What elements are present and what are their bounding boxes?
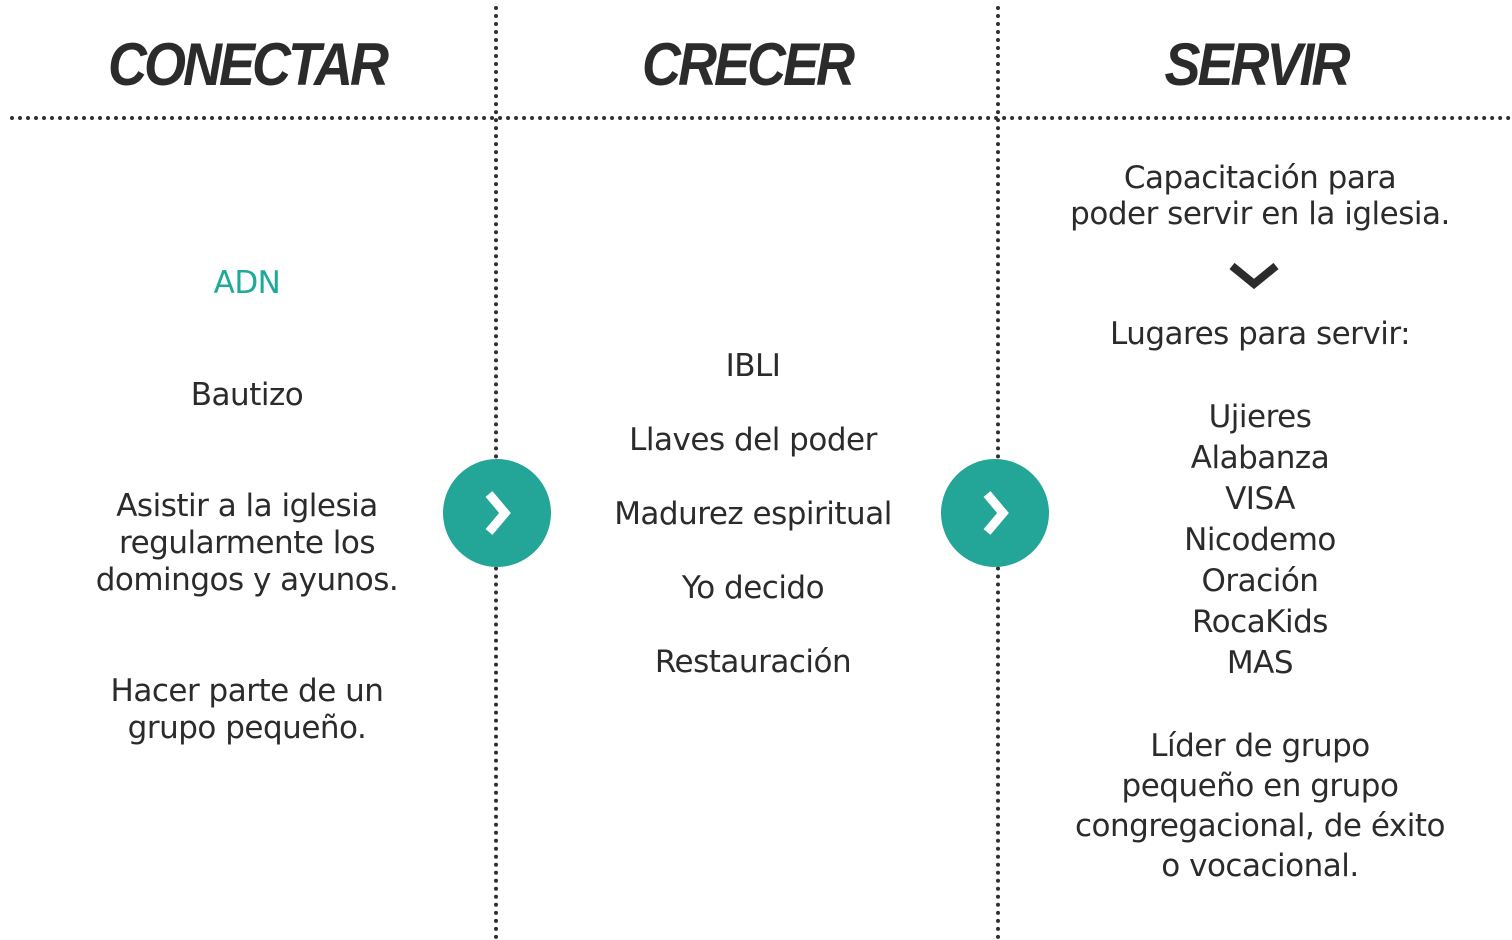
conectar-item-adn: ADN xyxy=(213,265,281,301)
conectar-item-asistir: Asistir a la iglesia regularmente los do… xyxy=(0,488,494,599)
asistir-line-3: domingos y ayunos. xyxy=(95,562,399,598)
servir-lider: Líder de grupo pequeño en grupo congrega… xyxy=(1004,726,1512,886)
crecer-item-ibli: IBLI xyxy=(725,348,781,384)
crecer-item-yo-decido: Yo decido xyxy=(681,570,825,606)
conectar-item-bautizo: Bautizo xyxy=(190,377,304,413)
arrow-crecer-to-servir xyxy=(941,459,1049,567)
conectar-item-grupo: Hacer parte de un grupo pequeño. xyxy=(0,673,494,747)
chevron-down-icon xyxy=(1229,262,1279,290)
lider-line-1: Líder de grupo xyxy=(1150,728,1370,764)
lider-line-2: pequeño en grupo xyxy=(1121,768,1399,804)
servir-lugares-list: Ujieres Alabanza VISA Nicodemo Oración R… xyxy=(1004,397,1512,684)
crecer-item-restauracion: Restauración xyxy=(654,644,852,680)
capacitacion-line-1: Capacitación para xyxy=(1123,160,1397,196)
capacitacion-line-2: poder servir en la iglesia. xyxy=(1070,196,1450,232)
grupo-line-1: Hacer parte de un xyxy=(110,673,384,709)
grupo-line-2: grupo pequeño. xyxy=(127,710,367,746)
asistir-line-1: Asistir a la iglesia xyxy=(116,488,378,524)
servir-capacitacion: Capacitación para poder servir en la igl… xyxy=(1004,160,1512,232)
asistir-line-2: regularmente los xyxy=(119,525,376,561)
header-divider xyxy=(10,116,1512,120)
lugar-ujieres: Ujieres xyxy=(1208,399,1312,435)
chevron-right-icon xyxy=(485,491,511,535)
lugar-rocakids: RocaKids xyxy=(1192,604,1328,640)
heading-crecer: CRECER xyxy=(641,31,855,99)
crecer-item-llaves: Llaves del poder xyxy=(629,422,877,458)
arrow-conectar-to-crecer xyxy=(443,459,551,567)
lugar-oracion: Oración xyxy=(1201,563,1319,599)
lugar-mas: MAS xyxy=(1226,645,1294,681)
heading-conectar: CONECTAR xyxy=(108,31,389,99)
lider-line-4: o vocacional. xyxy=(1161,848,1359,884)
lugar-nicodemo: Nicodemo xyxy=(1184,522,1336,558)
lugar-alabanza: Alabanza xyxy=(1190,440,1330,476)
crecer-item-madurez: Madurez espiritual xyxy=(614,496,892,532)
lugar-visa: VISA xyxy=(1225,481,1295,517)
heading-servir: SERVIR xyxy=(1164,31,1350,99)
lider-line-3: congregacional, de éxito xyxy=(1075,808,1445,844)
servir-lugares-label: Lugares para servir: xyxy=(1109,316,1411,352)
chevron-right-icon xyxy=(983,491,1009,535)
